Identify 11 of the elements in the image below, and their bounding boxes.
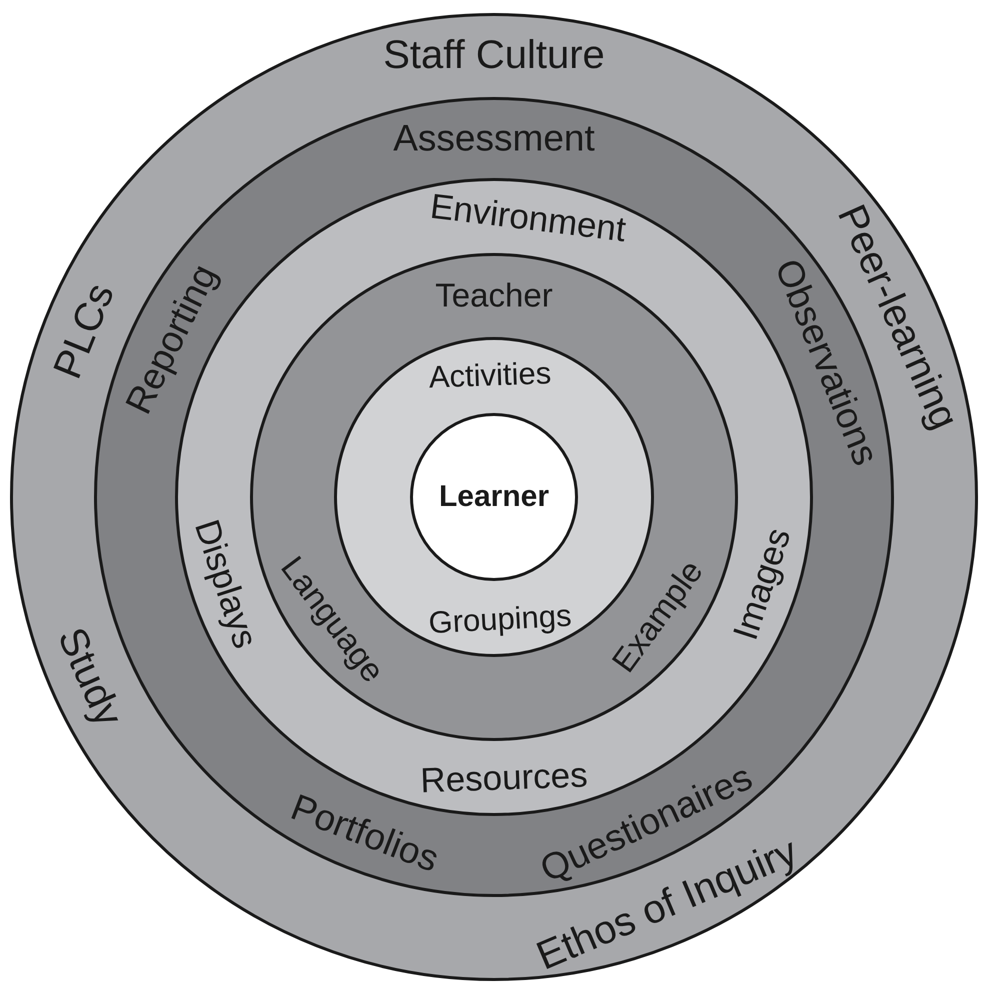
- ring-label: Assessment: [393, 119, 595, 156]
- ring-label: Staff Culture: [383, 35, 605, 75]
- ring-label: Groupings: [428, 600, 573, 638]
- ring-label: Displays: [189, 516, 264, 652]
- ring-label: Images: [727, 524, 796, 644]
- ring-label: Learner: [438, 482, 550, 512]
- ring-label: Activities: [428, 357, 552, 393]
- ring-label: PLCs: [47, 278, 122, 384]
- ring-label: Study: [51, 622, 130, 732]
- ring-label: Environment: [428, 188, 628, 247]
- ring-label: Teacher: [435, 278, 553, 312]
